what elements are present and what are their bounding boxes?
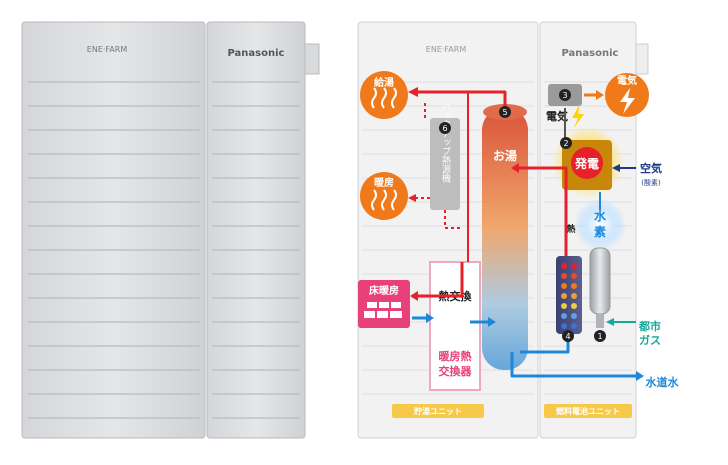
ene-farm-logo: ENE·FARM [426,45,467,54]
brand-logo-left: ENE·FARM [87,45,128,54]
product-photo: ENE·FARM Panasonic [21,21,320,439]
stack-dot [571,323,577,329]
stack-dot [561,283,567,289]
stack-dot [571,283,577,289]
floor-heating-label: 床暖房 [369,284,399,297]
brand-logo-diagram: Panasonic [562,48,619,59]
step-badge-5: 5 [499,106,511,118]
hydrogen: 水 素 [574,199,626,251]
hot-water-tank: お湯 [482,104,528,370]
svg-text:1: 1 [597,332,602,341]
step-badges: 1 2 3 4 5 6 [439,89,606,342]
stack-dot [571,293,577,299]
storage-unit-label: 貯湯ユニット [414,406,462,416]
floor-heating: 床暖房 [358,280,410,328]
stack-dot [571,273,577,279]
step-badge-4: 4 [562,330,574,342]
stack-dot [571,303,577,309]
oxygen-label: (酸素) [641,178,661,187]
stack-dot [571,263,577,269]
lightning-small-icon [572,104,584,128]
brand-logo-right: Panasonic [228,48,285,59]
fuel-cell-stack [556,256,582,334]
storage-unit-tag: 貯湯ユニット [392,404,484,418]
stack-dot [561,313,567,319]
power-generation-label: 発電 [574,156,599,171]
stack-dot [571,313,577,319]
step-badge-2: 2 [560,137,572,149]
city-gas-label-1: 都市 [638,319,661,333]
fuel-cell-unit-tag: 燃料電池ユニット [544,404,632,418]
hot-water-supply-node: 給湯 [360,71,408,119]
hot-water-label: お湯 [493,148,517,163]
heating-label: 暖房 [374,176,394,189]
reformer-cylinder [589,247,611,328]
steam-icon [371,189,397,211]
svg-text:6: 6 [442,124,447,133]
svg-text:3: 3 [562,91,567,100]
heat-exchanger: 熱交換 暖房熱 交換器 [429,261,481,391]
step-badge-3: 3 [559,89,571,101]
svg-text:5: 5 [502,108,507,117]
backup-heat-source: バックアップ熱源機 [430,101,460,210]
flow-lines [408,87,644,381]
electricity-top-label: 電気 [617,74,637,87]
electricity-mid-label: 電気 [546,109,568,123]
hot-water-supply-label: 給湯 [374,76,394,89]
stack-dot [561,263,567,269]
hydrogen-label-2: 素 [594,224,606,239]
step-badge-6: 6 [439,122,451,134]
air-label: 空気 [640,161,662,175]
lightning-icon [620,88,635,114]
power-generation: 発電 [552,126,624,198]
hydrogen-label-1: 水 [594,208,607,223]
stack-dot [561,293,567,299]
svg-text:2: 2 [563,139,568,148]
stack-dot [561,323,567,329]
fuel-cell-unit-label: 燃料電池ユニット [556,406,620,416]
step-badge-1: 1 [594,330,606,342]
backup-heat-source-label: バックアップ熱源機 [440,101,451,183]
stack-dot [561,303,567,309]
floor-tiles-icon [364,302,402,318]
heat-label: 熱 [566,223,575,235]
heating-node: 暖房 [360,172,408,220]
stack-dot [561,273,567,279]
steam-icon [371,87,397,109]
svg-text:4: 4 [565,332,570,341]
heating-heat-exchanger-label-2: 交換器 [439,364,473,378]
city-gas-label-2: ガス [639,333,661,347]
heating-heat-exchanger-label-1: 暖房熱 [439,349,472,363]
tap-water-label: 水道水 [646,375,680,389]
electricity-node: 電気 [605,73,649,117]
